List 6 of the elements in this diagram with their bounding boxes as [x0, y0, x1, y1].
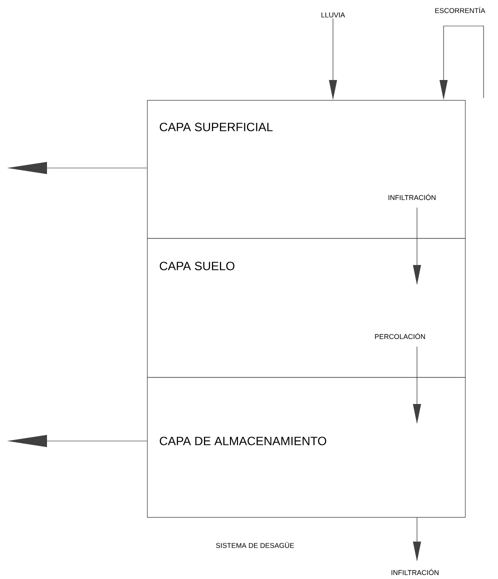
layer-box [147, 100, 466, 239]
layer-box [147, 238, 466, 378]
layer-title: CAPA SUELO [160, 262, 234, 270]
layer-title: CAPA DE ALMACENAMIENTO [160, 436, 326, 446]
layer-title: CAPA SUPERFICIAL [160, 122, 273, 132]
layer-box [147, 377, 466, 518]
